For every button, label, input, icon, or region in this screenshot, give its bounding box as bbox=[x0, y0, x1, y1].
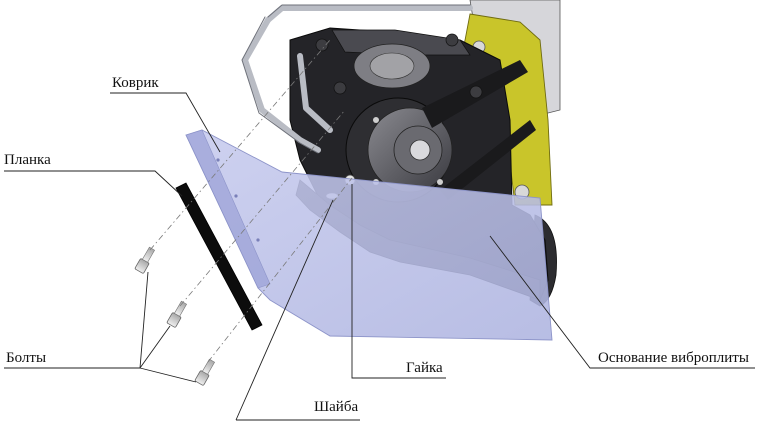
mat bbox=[185, 129, 553, 341]
leader-lines bbox=[4, 92, 755, 421]
label-bolts: Болты bbox=[6, 350, 47, 366]
bolts-group bbox=[134, 246, 216, 386]
mat-fold bbox=[185, 129, 271, 289]
label-washer: Шайба bbox=[314, 399, 359, 415]
top-slab bbox=[331, 29, 471, 56]
bolt-icon bbox=[166, 300, 188, 328]
bolt-icon bbox=[194, 358, 216, 386]
strip bbox=[175, 182, 263, 331]
label-nut: Гайка bbox=[406, 360, 443, 376]
mat-holes bbox=[216, 158, 260, 242]
label-mat: Коврик bbox=[112, 75, 159, 91]
handle-icon bbox=[242, 5, 473, 153]
assembly-axes bbox=[149, 39, 353, 363]
label-strip: Планка bbox=[4, 152, 51, 168]
label-base: Основание виброплиты bbox=[598, 350, 749, 366]
bolt-icon bbox=[134, 246, 156, 274]
